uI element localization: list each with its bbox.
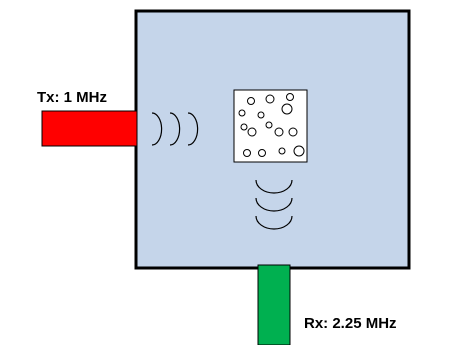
pore [288,127,298,137]
pore [274,127,284,137]
wave-arc [187,112,199,146]
wave-arc [169,112,181,146]
wave-arc [255,197,293,212]
received-sound-waves [255,179,293,230]
pore [247,97,255,105]
pore [238,109,246,117]
wave-arc [255,179,293,194]
pore [257,111,265,119]
transmitter-label: Tx: 1 MHz [37,89,108,106]
transmitted-sound-waves [151,112,199,146]
wave-arc [255,215,293,230]
receiver-label: Rx: 2.25 MHz [304,315,397,332]
pore [258,149,266,157]
pore [265,94,275,104]
pore [278,147,286,155]
transmitter-transducer [41,110,138,147]
pore [293,145,305,157]
pore [281,103,293,115]
pore [265,121,273,129]
wave-arc [151,112,163,146]
porous-sample [233,89,308,163]
pore [243,149,251,157]
pore [247,127,257,137]
sample-pores [238,93,305,157]
pore [286,93,294,101]
pore [240,123,248,131]
receiver-transducer [257,264,291,345]
